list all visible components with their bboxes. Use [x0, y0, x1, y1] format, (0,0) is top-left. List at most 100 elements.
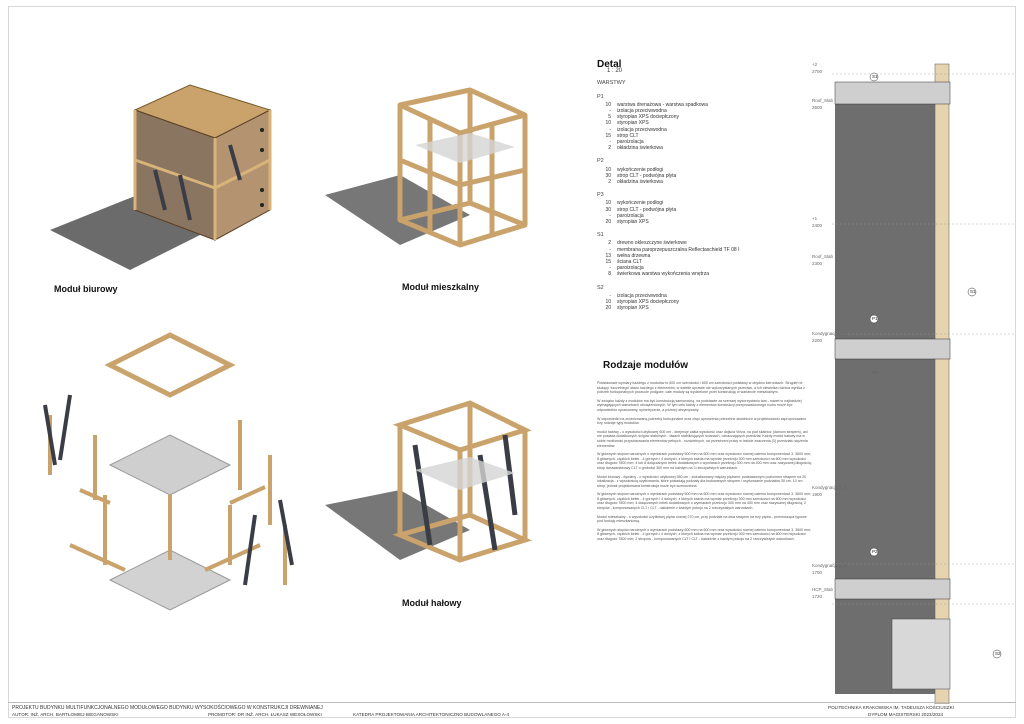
layer-description: styropian XPS [617, 219, 649, 226]
layer-row: 10 styropian XPS [597, 120, 827, 126]
layer-row: 15 strop CLT [597, 133, 827, 139]
section-name: S2 [597, 284, 604, 291]
layer-description: styropian XPS dociepłczony [617, 299, 679, 306]
section-level-7: Kondygnacja 1_2 [812, 563, 847, 568]
layer-thickness: 13 [605, 252, 611, 259]
layer-thickness: 2 [608, 179, 611, 186]
university: POLITECHNIKA KRAKOWSKA IM. TADEUSZA KOŚC… [828, 705, 954, 710]
layer-thickness: 10 [605, 200, 611, 207]
section-tag-4: P2 [872, 549, 878, 554]
office-module-caption: Moduł biurowy [54, 284, 118, 294]
module-types-text: Podstawowe wymiary każdego z modułów to … [597, 381, 812, 542]
layer-description: styropian XPS [617, 305, 649, 312]
layer-row: -paroizolacja [597, 265, 827, 271]
section-level-8-value: 1720 [812, 594, 823, 599]
layer-row: 5 styropian XPS dociepłczony [597, 114, 827, 120]
promoter: PROMOTOR: DR INŻ. ARCH. ŁUKASZ WESOŁOWSK… [208, 712, 322, 717]
hall-module-drawing [325, 400, 533, 563]
layer-thickness: - [609, 292, 611, 299]
layer-thickness: 30 [605, 172, 611, 179]
diploma: DYPLOM MAGISTERSKI 2023/2024 [868, 712, 944, 717]
layer-row: -paroizolacja [597, 213, 827, 219]
layer-thickness: - [609, 265, 611, 272]
layer-thickness: - [609, 139, 611, 146]
author: AUTOR: INŻ. ARCH. BARTŁOMIEJ BIEGANOWSKI [12, 712, 119, 717]
module-types-paragraph: W głównych słupów narożnych o wymiarach … [597, 527, 812, 542]
module-types-paragraph: Moduł biurowy - dywiźny - o wysokości uż… [597, 474, 807, 488]
department: KATEDRA PROJEKTOWANIA ARCHITEKTONICZNO B… [353, 712, 510, 717]
residential-module-drawing [325, 87, 528, 248]
section-level-2-value: 2600 [812, 105, 823, 110]
section-level-3: +1 [812, 216, 818, 221]
layer-description: strop CLT - podwójna płyta [617, 172, 677, 179]
section-level-4-value: 2300 [812, 261, 823, 266]
layer-description: paroizolacja [617, 212, 644, 219]
layer-thickness: 10 [605, 101, 611, 108]
section-name: S1 [597, 232, 604, 239]
module-types-paragraph: moduł hałowy - o wysokości użytkowej 600… [597, 429, 808, 448]
title-block: PROJEKTU BUDYNKU MULTIFUNKCJONALNEGO MOD… [8, 702, 1016, 719]
layer-thickness: 10 [605, 299, 611, 306]
detail-title: Detal [597, 59, 622, 70]
section-level-1-value: 2700 [812, 69, 823, 74]
layer-row: -paroizolacja [597, 139, 827, 145]
layer-row: 10 styropian XPS dociepłczony [597, 299, 827, 305]
section-name: P3 [597, 192, 604, 199]
section-tag-3: S1 [970, 289, 976, 294]
section-tag-5: P3 [872, 370, 878, 375]
section-tag-2: P1 [872, 316, 878, 321]
layer-thickness: 15 [605, 259, 611, 266]
layer-thickness: 10 [605, 166, 611, 173]
construction-section-drawing [832, 44, 1014, 704]
section-level-1: +2 [812, 62, 818, 67]
layer-row: 15 ściana CLT [597, 259, 827, 265]
layer-thickness: 30 [605, 206, 611, 213]
layer-description: strop CLT - podwójna płyta [617, 206, 677, 213]
layer-description: paroizolacja [617, 265, 644, 272]
residential-module-caption: Moduł mieszkalny [402, 282, 480, 292]
module-types-paragraph: W związku każdy z modułów ma być konstru… [597, 398, 802, 412]
layer-row: 10 wykończenie podłogi [597, 167, 827, 173]
layer-description: styropian XPS dociepłczony [617, 114, 679, 121]
hall-module-caption: Moduł hałowy [402, 598, 462, 608]
layer-row: 30 strop CLT - podwójna płyta [597, 173, 827, 179]
module-types-title: Rodzaje modułów [603, 360, 688, 371]
section-level-2: Roof_Slab [812, 98, 834, 103]
section-level-3-value: 2400 [812, 223, 823, 228]
layer-thickness: 5 [608, 114, 611, 121]
sheet-frame [8, 6, 1016, 718]
layer-thickness: - [609, 246, 611, 253]
exploded-module-drawing [43, 332, 294, 611]
section-name: P2 [597, 158, 604, 165]
section-tag-1: S1 [872, 74, 878, 79]
layer-thickness: 10 [605, 120, 611, 127]
layer-description: styropian XPS [617, 120, 649, 127]
layer-description: strop CLT [617, 132, 639, 139]
section-level-4: Roof_Slab [812, 254, 834, 259]
layer-row: 13 wełna drzewna [597, 253, 827, 259]
module-types-paragraph: W głównych słupów narożnych o wymiarach … [597, 492, 812, 511]
layer-description: membrana paroprzepuszczalna Reflectaschi… [617, 246, 740, 253]
office-module-drawing [50, 84, 272, 270]
layer-description: izolacja przeciwwodna [617, 126, 667, 133]
layer-description: wełna drzewna [617, 252, 651, 259]
layer-row: -izolacja przeciwwodna [597, 108, 827, 114]
layers-heading: WARSTWY [597, 80, 626, 87]
layer-description: ściana CLT [617, 259, 642, 266]
module-types-paragraph: W odpowiedzi na zróżnicowaną potrzeby fu… [597, 416, 807, 426]
layer-row: -izolacja przeciwwodna [597, 127, 827, 133]
layer-description: paroizolacja [617, 139, 644, 146]
layer-description: izolacja przeciwwodna [617, 292, 667, 299]
layer-thickness: 2 [608, 145, 611, 152]
layer-thickness: 2 [608, 240, 611, 247]
section-name: P1 [597, 93, 604, 100]
layer-description: wykończenie podłogi [617, 166, 664, 173]
layer-thickness: 15 [605, 132, 611, 139]
